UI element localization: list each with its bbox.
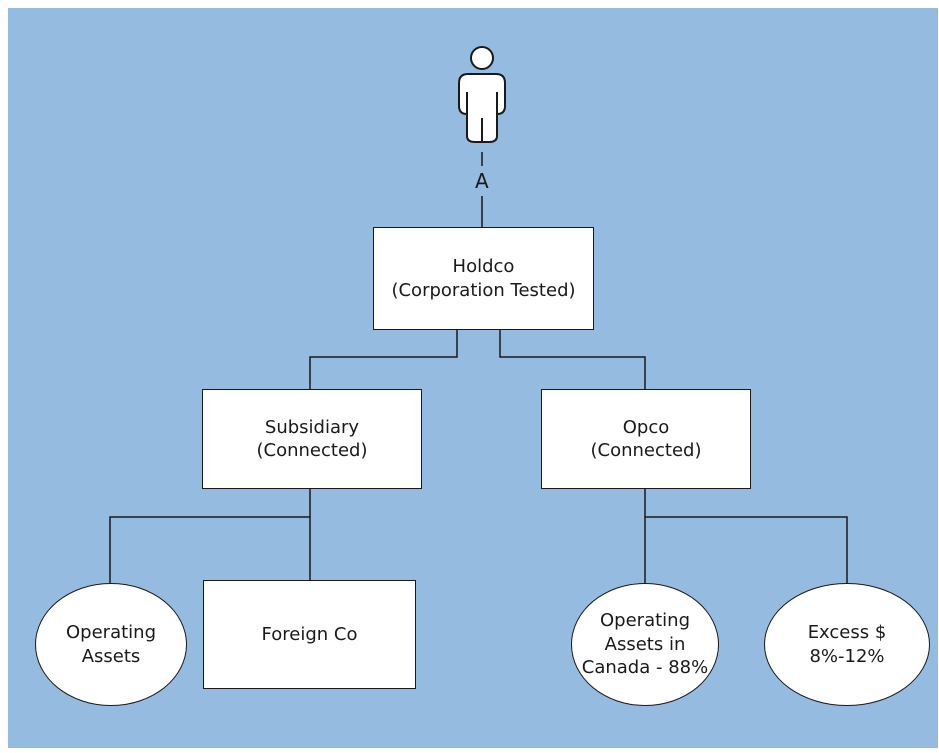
connector-opco-branch bbox=[644, 516, 848, 583]
operating-assets-canada-line1: Operating bbox=[600, 610, 690, 632]
subsidiary-note: (Connected) bbox=[256, 440, 368, 461]
connector-holdco-opco bbox=[499, 329, 646, 389]
operating-assets-line2: Assets bbox=[81, 645, 141, 667]
opco-box: Opco (Connected) bbox=[541, 389, 751, 489]
operating-assets-line1: Operating bbox=[66, 622, 156, 644]
excess-cash-line1: Excess $ bbox=[807, 622, 887, 644]
connector-subsidiary-branch bbox=[109, 516, 311, 583]
operating-assets-canada-oval: Operating Assets in Canada - 88% bbox=[571, 583, 719, 706]
person-icon bbox=[458, 46, 506, 143]
holdco-note: (Corporation Tested) bbox=[391, 279, 576, 301]
excess-cash-oval: Excess $ 8%-12% bbox=[764, 583, 930, 706]
operating-assets-oval: Operating Assets bbox=[35, 583, 187, 706]
ownership-label: A bbox=[473, 169, 491, 193]
subsidiary-box: Subsidiary (Connected) bbox=[202, 389, 422, 489]
holdco-box: Holdco (Corporation Tested) bbox=[373, 227, 594, 330]
operating-assets-canada-line2: Assets in bbox=[604, 633, 686, 655]
connector-holdco-subsidiary bbox=[309, 329, 458, 389]
foreign-co-box: Foreign Co bbox=[203, 580, 416, 689]
opco-note: (Connected) bbox=[590, 440, 702, 461]
foreign-co-name: Foreign Co bbox=[261, 623, 358, 645]
subsidiary-name: Subsidiary bbox=[264, 416, 360, 438]
opco-name: Opco bbox=[622, 416, 670, 438]
operating-assets-canada-line3: Canada - 88% bbox=[581, 657, 709, 679]
excess-cash-line2: 8%-12% bbox=[809, 645, 885, 667]
diagram-canvas: A Holdco (Corporation Tested) Subsidiary… bbox=[8, 8, 938, 748]
holdco-name: Holdco bbox=[452, 256, 515, 278]
